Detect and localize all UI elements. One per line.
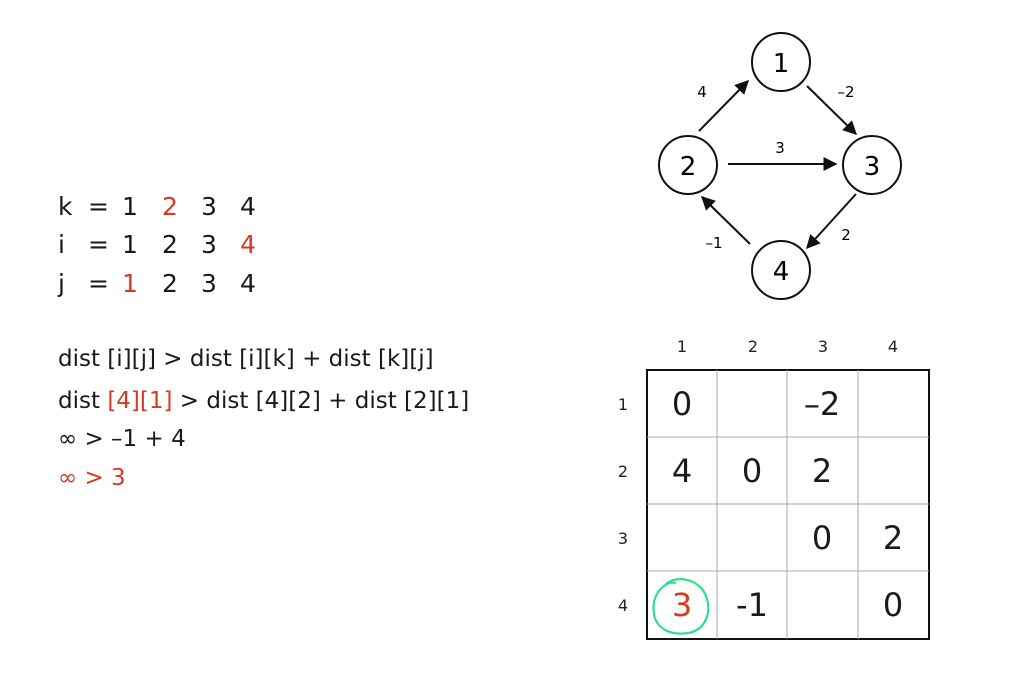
row-header: 2 bbox=[617, 462, 629, 481]
highlight-circle-icon bbox=[652, 578, 710, 635]
node-4: 4 bbox=[751, 240, 811, 300]
node-1-label: 1 bbox=[773, 49, 790, 79]
edge-weight-2-1: 4 bbox=[697, 83, 707, 101]
loop-value: 1 bbox=[122, 192, 138, 221]
matrix-cell-1-3: –2 bbox=[803, 385, 841, 423]
col-header: 3 bbox=[817, 337, 829, 356]
formula-suffix: > dist [4][2] + dist [2][1] bbox=[172, 388, 470, 414]
loop-value: 4 bbox=[240, 269, 256, 298]
matrix-cell-4-2: -1 bbox=[736, 586, 768, 624]
loop-value: 3 bbox=[201, 230, 217, 259]
loop-value-highlighted: 4 bbox=[240, 230, 256, 259]
col-header: 1 bbox=[676, 337, 688, 356]
loop-var: i bbox=[58, 230, 65, 259]
loop-value: 3 bbox=[201, 192, 217, 221]
edge-4-2 bbox=[700, 196, 751, 245]
matrix-cell-2-2: 0 bbox=[741, 452, 763, 490]
edge-2-1 bbox=[698, 80, 749, 132]
matrix-cell-2-1: 4 bbox=[671, 452, 693, 490]
edge-weight-3-4: 2 bbox=[841, 226, 851, 244]
matrix-cell-4-4: 0 bbox=[882, 586, 904, 624]
formula-substituted: dist [4][1] > dist [4][2] + dist [2][1] bbox=[58, 386, 469, 416]
edge-1-3 bbox=[806, 85, 858, 135]
row-header: 4 bbox=[617, 596, 629, 615]
matrix-cell-4-1-highlighted: 3 bbox=[671, 586, 693, 624]
distance-matrix-grid bbox=[646, 369, 930, 640]
node-1: 1 bbox=[751, 32, 811, 92]
equals-sign: = bbox=[88, 230, 109, 259]
loop-var: k bbox=[58, 192, 73, 221]
matrix-cell-3-3: 0 bbox=[811, 519, 833, 557]
loop-value: 2 bbox=[162, 269, 178, 298]
loop-value: 1 bbox=[122, 230, 138, 259]
loop-var: j bbox=[58, 269, 65, 298]
formula-general: dist [i][j] > dist [i][k] + dist [k][j] bbox=[58, 346, 434, 372]
loop-value: 3 bbox=[201, 269, 217, 298]
node-3: 3 bbox=[842, 135, 902, 195]
formula-prefix: dist bbox=[58, 388, 108, 414]
equals-sign: = bbox=[88, 269, 109, 298]
edge-weight-4-2: –1 bbox=[705, 234, 722, 252]
formula-result: ∞ > 3 bbox=[58, 465, 126, 491]
node-2: 2 bbox=[658, 135, 718, 195]
formula-values: ∞ > –1 + 4 bbox=[58, 426, 186, 452]
matrix-cell-3-4: 2 bbox=[882, 519, 904, 557]
node-4-label: 4 bbox=[773, 257, 790, 287]
loop-value: 4 bbox=[240, 192, 256, 221]
formula-highlight: [4][1] bbox=[107, 388, 173, 414]
node-2-label: 2 bbox=[680, 152, 697, 182]
edge-3-4 bbox=[806, 193, 857, 250]
graph-diagram: 4 –2 3 2 –1 1 2 3 4 bbox=[658, 32, 902, 300]
loop-value: 2 bbox=[162, 230, 178, 259]
edge-weight-1-3: –2 bbox=[837, 83, 854, 101]
node-3-label: 3 bbox=[864, 152, 881, 182]
matrix-cell-2-3: 2 bbox=[811, 452, 833, 490]
edge-weight-2-3: 3 bbox=[775, 139, 785, 157]
row-header: 3 bbox=[617, 529, 629, 548]
matrix-cell-1-1: 0 bbox=[671, 385, 693, 423]
equals-sign: = bbox=[88, 192, 109, 221]
loop-value-highlighted: 2 bbox=[162, 192, 178, 221]
loop-value-highlighted: 1 bbox=[122, 269, 138, 298]
col-header: 4 bbox=[887, 337, 899, 356]
row-header: 1 bbox=[617, 395, 629, 414]
col-header: 2 bbox=[747, 337, 759, 356]
